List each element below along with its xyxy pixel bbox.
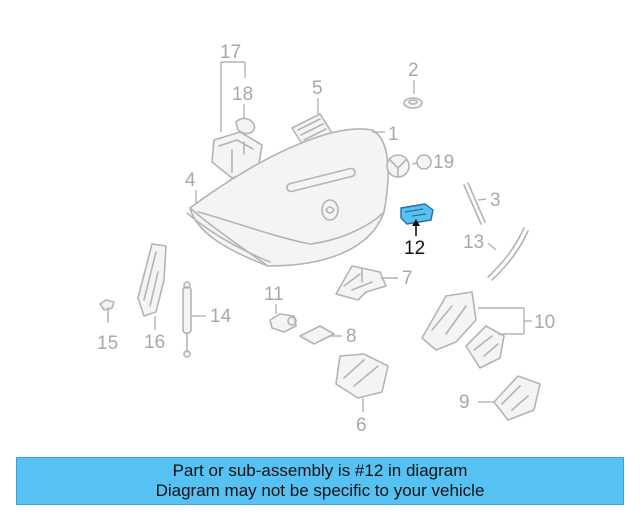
banner-line-2: Diagram may not be specific to your vehi… <box>155 481 485 500</box>
callout-11: 11 <box>264 284 284 305</box>
part-12-highlighted-bracket <box>400 203 434 236</box>
part-8-pad <box>299 325 342 345</box>
callout-19: 19 <box>433 152 454 173</box>
part-17-lamp-housing <box>211 61 263 179</box>
part-10-hinge-assembly <box>421 291 532 369</box>
callout-15: 15 <box>97 333 118 354</box>
part-1-trunk-lid <box>189 128 389 267</box>
callout-12: 12 <box>404 238 425 259</box>
callout-1: 1 <box>388 124 399 145</box>
part-15-clip <box>99 299 115 323</box>
part-6-lock <box>335 353 389 412</box>
callout-5: 5 <box>312 78 323 99</box>
callout-17: 17 <box>220 42 241 63</box>
part-13-rod <box>487 227 529 281</box>
info-banner: Part or sub-assembly is #12 in diagram D… <box>16 457 624 505</box>
callout-10: 10 <box>534 312 555 333</box>
part-18-bulb <box>235 104 256 135</box>
part-4-seal <box>186 190 271 263</box>
callout-4: 4 <box>185 170 196 191</box>
banner-line-1: Part or sub-assembly is #12 in diagram <box>172 461 468 480</box>
callout-18: 18 <box>232 84 253 105</box>
callout-7: 7 <box>402 268 413 289</box>
part-14-strut <box>182 281 206 358</box>
callout-16: 16 <box>144 332 165 353</box>
part-11-bumper <box>269 304 297 333</box>
callout-6: 6 <box>356 415 367 436</box>
part-19-badge <box>386 154 432 178</box>
parts-diagram: 1 2 3 4 5 6 7 8 9 10 11 12 13 14 15 16 1… <box>97 42 555 436</box>
callout-14: 14 <box>210 306 232 327</box>
callout-13: 13 <box>463 232 484 253</box>
callout-9: 9 <box>459 392 470 413</box>
part-3-strip <box>463 182 487 225</box>
callout-8: 8 <box>346 326 357 347</box>
callout-3: 3 <box>490 190 501 211</box>
part-9-latch <box>478 375 541 421</box>
callout-2: 2 <box>408 60 419 81</box>
part-7-hinge <box>335 265 398 301</box>
part-16-hinge-bracket <box>137 243 167 330</box>
part-2-emblem <box>403 80 423 109</box>
